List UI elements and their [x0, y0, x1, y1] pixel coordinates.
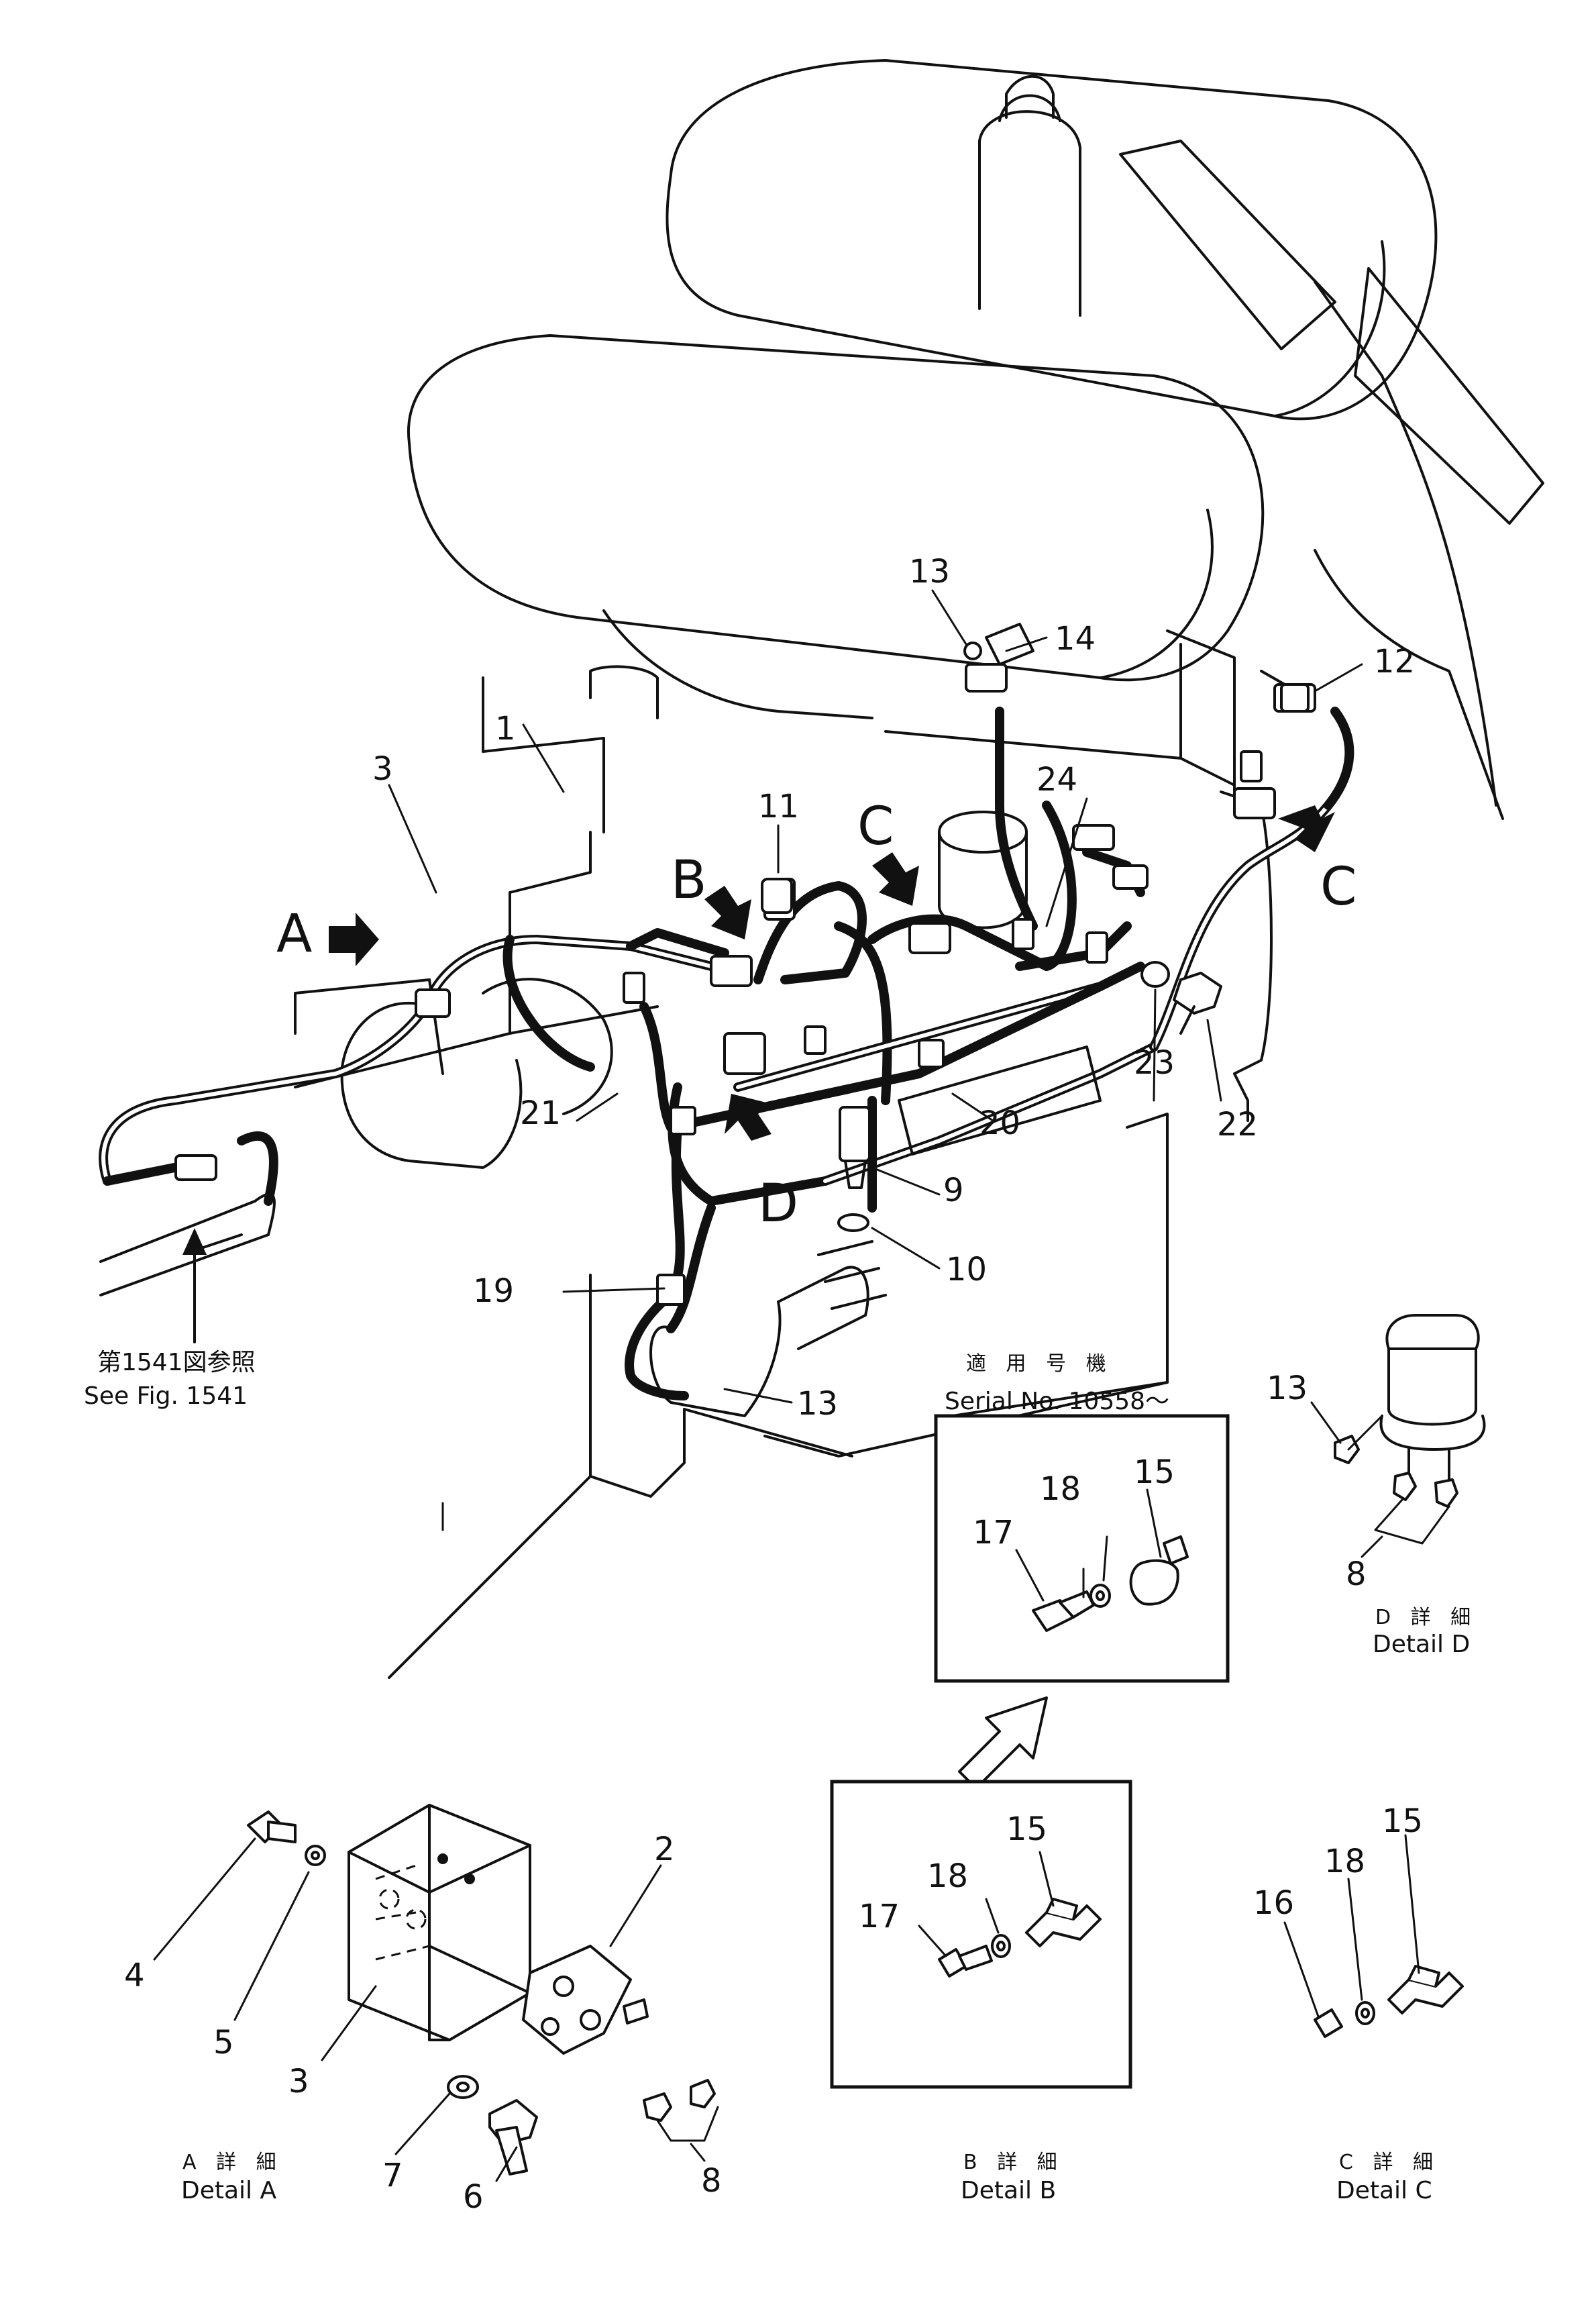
view-c-top-label: C	[857, 797, 894, 857]
serial-callout-15: 15	[1134, 1453, 1175, 1491]
view-a-label: A	[276, 904, 312, 964]
callout-10: 10	[946, 1251, 987, 1288]
detail-c-callout-16: 16	[1253, 1884, 1294, 1922]
detail-b-callout-18: 18	[927, 1857, 968, 1895]
detail-d-title-en: Detail D	[1373, 1631, 1470, 1658]
callout-19: 19	[473, 1272, 514, 1310]
detail-b-title-jp: B 詳 細	[963, 2151, 1064, 2174]
callout-9: 9	[943, 1172, 964, 1209]
detail-b-callout-15: 15	[1006, 1810, 1047, 1848]
detail-b-callout-17: 17	[859, 1898, 900, 1935]
detail-a: 2 3 4 5 6 7 8 A 詳 細 Detail A	[124, 1804, 722, 2216]
serial-callout-17: 17	[973, 1514, 1014, 1551]
detail-a-callout-4: 4	[124, 1957, 145, 1994]
reference-jp: 第1541図参照	[97, 1349, 256, 1376]
callout-3: 3	[372, 750, 393, 788]
callout-22: 22	[1217, 1106, 1258, 1143]
detail-d-callout-8: 8	[1346, 1555, 1367, 1593]
detail-a-callout-7: 7	[382, 2157, 403, 2194]
callout-12: 12	[1374, 643, 1415, 680]
engine-outline	[99, 59, 1544, 1679]
callout-13-top: 13	[909, 553, 950, 591]
callout-23: 23	[1134, 1044, 1175, 1082]
callout-24: 24	[1036, 761, 1077, 799]
reference-en: See Fig. 1541	[84, 1382, 248, 1410]
callout-21: 21	[520, 1094, 561, 1132]
detail-c-callout-15: 15	[1382, 1802, 1423, 1840]
view-c-top-arrow-icon	[872, 852, 919, 906]
detail-d-title-jp: D 詳 細	[1375, 1606, 1477, 1629]
callout-20: 20	[979, 1105, 1020, 1142]
view-labels: A B C C D	[276, 797, 1356, 1234]
detail-a-callout-5: 5	[213, 2024, 234, 2061]
callout-11: 11	[758, 788, 799, 825]
serial-en: Serial No. 10558～	[945, 1388, 1169, 1415]
detail-c-title-jp: C 詳 細	[1339, 2151, 1440, 2174]
callout-14: 14	[1055, 620, 1096, 658]
serial-inset: 適 用 号 機 Serial No. 10558～ 15 17 18	[934, 1352, 1230, 1683]
detail-a-title-en: Detail A	[181, 2177, 276, 2204]
view-b-arrow-icon	[704, 886, 751, 939]
callout-1: 1	[495, 710, 516, 748]
serial-callout-18: 18	[1040, 1470, 1081, 1508]
detail-d-callout-13: 13	[1267, 1370, 1308, 1407]
view-a-arrow-icon	[329, 913, 379, 966]
view-c-side-label: C	[1320, 857, 1356, 917]
serial-jp: 適 用 号 機	[966, 1352, 1113, 1376]
main-leader-lines	[388, 589, 1363, 1404]
detail-b: 15 17 18 B 詳 細 Detail B	[830, 1780, 1132, 2204]
detail-d: 13 8 D 詳 細 Detail D	[1267, 1314, 1486, 1658]
detail-c-callout-18: 18	[1324, 1843, 1365, 1880]
detail-a-title-jp: A 詳 細	[182, 2151, 283, 2174]
view-arrows	[182, 805, 1335, 1343]
detail-a-callout-8: 8	[701, 2162, 722, 2200]
detail-b-title-en: Detail B	[961, 2177, 1056, 2204]
detail-c: 15 16 18 C 詳 細 Detail C	[1253, 1802, 1464, 2204]
view-d-label: D	[758, 1174, 798, 1234]
hollow-arrow-icon	[958, 1696, 1048, 1786]
detail-c-title-en: Detail C	[1336, 2177, 1432, 2204]
detail-a-callout-2: 2	[654, 1831, 675, 1868]
view-c-side-arrow-icon	[1278, 805, 1335, 852]
wiring-harness	[99, 623, 1354, 1400]
detail-a-callout-6: 6	[463, 2178, 484, 2216]
main-callouts: 1 3 9 10 11 12 13 14 13 19 20 21 22 23 2…	[372, 553, 1415, 1423]
view-b-label: B	[671, 850, 707, 911]
detail-a-callout-3: 3	[288, 2063, 309, 2100]
callout-13-bottom: 13	[797, 1385, 838, 1423]
figure-reference: 第1541図参照 See Fig. 1541	[84, 1349, 256, 1410]
view-d-arrow-icon	[725, 1094, 772, 1141]
